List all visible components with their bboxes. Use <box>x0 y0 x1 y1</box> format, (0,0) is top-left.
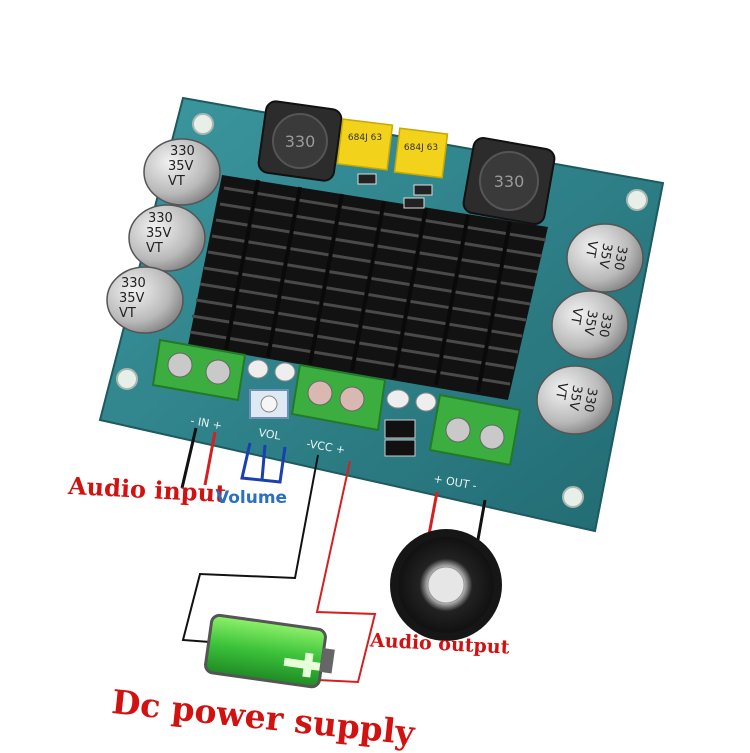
cap-value: 330 <box>595 311 614 338</box>
film-capacitor-right-label: 684J 63 <box>404 143 438 153</box>
cap-voltage: 35V <box>565 384 584 412</box>
cap-voltage: 35V <box>580 309 599 337</box>
electrolytic-capacitor: 330 35V VT <box>106 266 184 334</box>
cap-value: 330 <box>148 211 173 226</box>
electrolytic-capacitor: 330 35V VT <box>536 365 614 435</box>
small-components <box>247 173 437 457</box>
volume-potentiometer <box>249 389 289 419</box>
film-capacitor-left: 684J 63 <box>336 118 394 171</box>
inductor-left: 330 <box>257 100 343 182</box>
audio-input-wires <box>180 427 217 489</box>
cap-series: VT <box>567 306 585 325</box>
electrolytic-capacitor: 330 35V VT <box>143 138 221 206</box>
volume-label: Volume <box>216 488 288 508</box>
inductor-right-label: 330 <box>494 172 525 191</box>
electrolytic-capacitor: 330 35V VT <box>128 204 206 272</box>
pcb-label-input: - IN + <box>189 414 222 432</box>
inductor-right: 330 <box>462 137 556 225</box>
power-wires <box>181 454 377 684</box>
cap-value: 330 <box>121 276 146 291</box>
cap-series: VT <box>146 241 163 256</box>
cap-series: VT <box>582 239 600 258</box>
cap-series: VT <box>552 381 570 400</box>
heatsink <box>188 175 548 400</box>
battery-icon <box>204 613 335 689</box>
cap-voltage: 35V <box>595 242 614 270</box>
cap-voltage: 35V <box>146 226 172 241</box>
pcb-label-vol: VOL <box>257 426 282 443</box>
input-terminal-block <box>151 338 247 402</box>
film-capacitor-right: 684J 63 <box>393 127 449 179</box>
inductor-left-label: 330 <box>285 132 316 151</box>
cap-value: 330 <box>610 244 629 271</box>
film-capacitor-left-label: 684J 63 <box>348 133 382 143</box>
cap-voltage: 35V <box>119 291 145 306</box>
cap-series: VT <box>119 306 136 321</box>
cap-value: 330 <box>580 386 599 413</box>
cap-value: 330 <box>170 144 195 159</box>
power-terminal-block <box>290 363 387 432</box>
electrolytic-capacitor: 330 35V VT <box>566 223 644 293</box>
output-terminal-block <box>428 393 522 467</box>
electrolytic-capacitor: 330 35V VT <box>551 290 629 360</box>
speaker-icon <box>390 529 502 641</box>
cap-voltage: 35V <box>168 159 194 174</box>
volume-wires <box>240 442 287 484</box>
cap-series: VT <box>168 174 185 189</box>
mounting-hole <box>116 113 648 508</box>
